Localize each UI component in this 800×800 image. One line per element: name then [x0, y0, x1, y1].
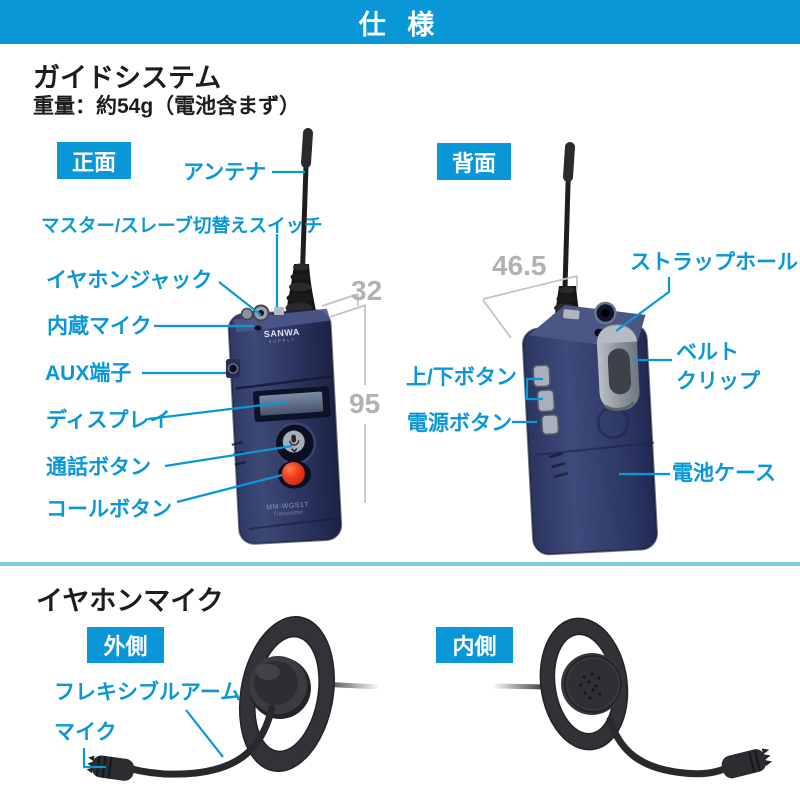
label-strap-hole: ストラップホール	[630, 251, 798, 274]
top-knob	[240, 307, 254, 321]
callout-talk-button	[164, 444, 293, 468]
dimension-height: 95	[349, 388, 381, 419]
antenna-tip	[563, 142, 575, 182]
dimension-width: 32	[351, 275, 383, 306]
front-view-badge: 正面	[57, 142, 131, 179]
label-updown-buttons: 上/下ボタン	[406, 366, 517, 389]
display-screen	[259, 391, 324, 416]
callout-mic	[82, 748, 106, 769]
outer-view-badge: 外側	[87, 627, 164, 663]
builtin-mic-hole	[254, 325, 262, 331]
flexible-arm	[606, 716, 741, 778]
label-power-button: 電源ボタン	[407, 412, 512, 435]
label-mic: マイク	[54, 721, 117, 744]
mic-icon	[291, 434, 297, 443]
guide-system-title: ガイドシステム	[33, 63, 222, 93]
label-belt-clip: ベルト クリップ	[676, 341, 760, 393]
back-view-badge: 背面	[437, 143, 511, 180]
label-master-slave-switch: マスター/スレーブ切替えスイッチ	[41, 215, 323, 236]
earphone-outer-illustration	[86, 616, 379, 781]
callout-call-button	[176, 473, 283, 504]
call-button	[281, 462, 305, 486]
label-earphone-jack: イヤホンジャック	[46, 269, 213, 292]
up-button	[532, 364, 551, 388]
page-title: 仕 様	[0, 0, 800, 44]
master-slave-switch	[274, 307, 284, 315]
battery-case-seam	[536, 441, 655, 456]
label-antenna: アンテナ	[183, 161, 267, 184]
ear-hook	[238, 616, 335, 772]
belt-clip	[596, 324, 640, 412]
back-device-illustration	[521, 142, 658, 556]
label-flexible-arm: フレキシブルアーム	[54, 681, 242, 704]
front-device-illustration	[226, 128, 343, 545]
earphone-inner-illustration	[491, 617, 773, 779]
weight-spec: 重量：約54g（電池含まず）	[33, 95, 301, 118]
aux-port	[227, 363, 239, 374]
top-switch	[563, 309, 580, 320]
down-button	[536, 389, 555, 413]
label-talk-button: 通話ボタン	[46, 456, 151, 479]
mic-connector	[86, 755, 135, 781]
callout-display	[147, 400, 289, 421]
callout-updown-buttons	[525, 377, 543, 401]
inner-view-badge: 内側	[436, 627, 513, 663]
speaker-holes	[579, 672, 602, 700]
flexible-arm	[124, 704, 276, 778]
dimension-depth: 46.5	[492, 250, 547, 281]
sanwa-logo: SANWA SUPPLY	[262, 327, 303, 345]
callout-earphone-jack	[218, 281, 262, 316]
label-call-button: コールボタン	[46, 498, 172, 521]
cable	[491, 683, 549, 690]
mic-connector	[721, 748, 773, 779]
label-aux-terminal: AUX端子	[45, 362, 132, 385]
label-builtin-mic: 内蔵マイク	[47, 315, 152, 338]
earphone-mic-title: イヤホンマイク	[36, 586, 224, 616]
label-display: ディスプレイ	[46, 409, 171, 432]
power-button	[541, 414, 560, 436]
label-battery-case: 電池ケース	[672, 462, 776, 485]
callout-lines	[82, 170, 672, 769]
ear-hook	[539, 617, 629, 751]
callout-flexible-arm	[185, 709, 224, 758]
dimension-lines	[321, 275, 578, 503]
arrow-down-icon	[291, 447, 298, 453]
antenna-tip	[301, 128, 313, 168]
section-divider	[0, 562, 800, 566]
callout-strap-hole	[615, 277, 671, 332]
